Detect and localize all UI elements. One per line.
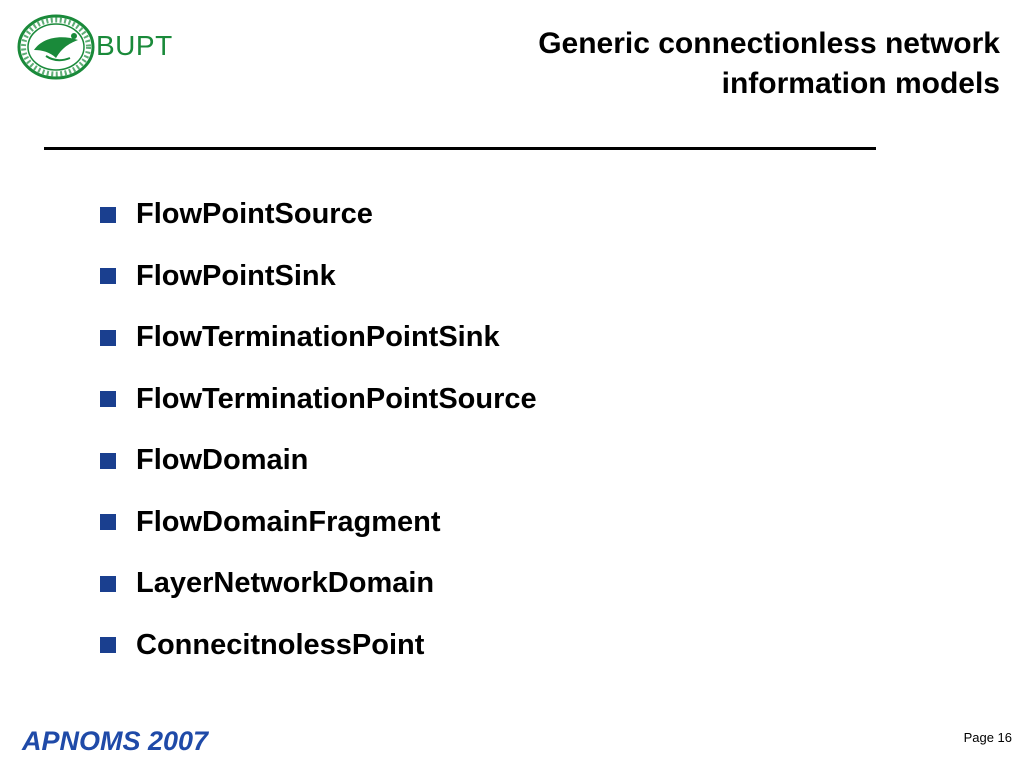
slide-title-line-1: Generic connectionless network (538, 27, 1000, 60)
square-bullet-icon (100, 575, 116, 592)
bullet-label: ConnecitnolessPoint (136, 628, 425, 661)
bullet-item: ConnecitnolessPoint (100, 615, 537, 677)
square-bullet-icon (100, 206, 116, 223)
square-bullet-icon (100, 452, 116, 469)
square-bullet-icon (100, 637, 116, 654)
bullet-label: FlowTerminationPointSink (136, 321, 500, 354)
title-divider (44, 147, 876, 150)
bullet-item: FlowDomain (100, 430, 537, 492)
bullet-item: FlowDomainFragment (100, 492, 537, 554)
bullet-label: FlowDomainFragment (136, 505, 441, 538)
bullet-label: FlowDomain (136, 444, 309, 477)
bullet-item: FlowTerminationPointSource (100, 369, 537, 431)
slide-title-line-2: information models (721, 67, 1000, 100)
bullet-label: FlowPointSource (136, 198, 373, 231)
university-seal-icon (17, 14, 95, 80)
square-bullet-icon (100, 329, 116, 346)
bullet-list: FlowPointSource FlowPointSink FlowTermin… (100, 184, 537, 676)
bullet-item: FlowTerminationPointSink (100, 307, 537, 369)
bullet-item: LayerNetworkDomain (100, 553, 537, 615)
bullet-label: LayerNetworkDomain (136, 567, 435, 600)
bullet-item: FlowPointSink (100, 246, 537, 308)
conference-name: APNOMS 2007 (22, 726, 209, 756)
bullet-item: FlowPointSource (100, 184, 537, 246)
logo-text: BUPT (96, 30, 173, 61)
bullet-label: FlowPointSink (136, 259, 336, 292)
page-number: Page 16 (963, 730, 1012, 745)
square-bullet-icon (100, 391, 116, 408)
slide-title: Generic connectionless network informati… (400, 24, 1000, 104)
square-bullet-icon (100, 514, 116, 531)
square-bullet-icon (100, 268, 116, 285)
bullet-label: FlowTerminationPointSource (136, 382, 537, 415)
